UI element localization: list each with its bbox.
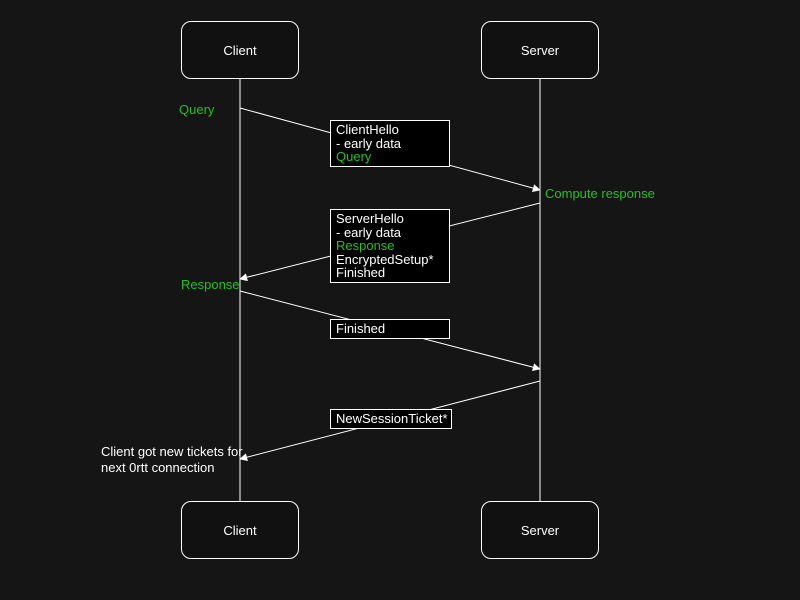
label-query: Query xyxy=(179,102,215,117)
message-line: - early data xyxy=(336,224,402,240)
message-box-finished: Finished xyxy=(330,319,450,339)
message-line: Finished xyxy=(336,321,386,336)
actor-server-bottom-label: Server xyxy=(520,522,560,538)
note-new-tickets: Client got new tickets for next 0rtt con… xyxy=(101,444,243,475)
label-response: Response xyxy=(181,277,240,292)
message-line: EncryptedSetup* xyxy=(336,251,434,267)
message-line: ClientHello xyxy=(336,122,399,137)
actor-client-bottom-label: Client xyxy=(223,522,257,538)
message-line: NewSessionTicket* xyxy=(336,411,448,426)
actor-server-top-label: Server xyxy=(520,42,560,58)
message-line: ServerHello xyxy=(336,211,404,226)
actor-server-top: Server xyxy=(481,21,599,79)
label-compute-response: Compute response xyxy=(545,186,655,201)
message-box-newsessionticket: NewSessionTicket* xyxy=(330,409,452,429)
message-line-response: Response xyxy=(336,238,395,253)
actor-client-top-label: Client xyxy=(223,42,257,58)
message-line-query: Query xyxy=(336,149,372,164)
message-box-clienthello: ClientHello - early data Query xyxy=(330,120,450,167)
actor-client-bottom: Client xyxy=(181,501,299,559)
message-line: Finished xyxy=(336,265,386,280)
actor-client-top: Client xyxy=(181,21,299,79)
actor-server-bottom: Server xyxy=(481,501,599,559)
message-line: - early data xyxy=(336,135,402,151)
message-box-serverhello: ServerHello - early data Response Encryp… xyxy=(330,209,450,283)
